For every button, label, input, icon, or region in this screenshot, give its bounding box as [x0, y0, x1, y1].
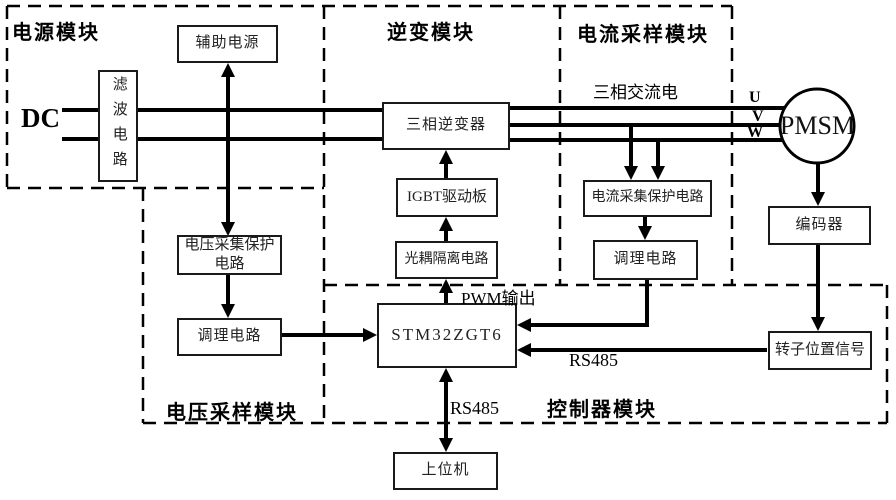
arrow-rs485-into-mcu: [517, 343, 531, 357]
rs485-host-label: RS485: [450, 398, 500, 418]
three-phase-ac-label: 三相交流电: [593, 83, 678, 102]
arrow-voltage-into-mcu: [363, 328, 377, 342]
arrow-into-encoder: [811, 192, 825, 206]
rs485-rotor-label: RS485: [569, 350, 619, 370]
pmsm-motor-circle: [778, 87, 856, 165]
arrow-into-voltage-protect: [221, 222, 235, 236]
dc-input-label: DC: [21, 103, 60, 133]
module-title-voltage-sampling: 电压采样模块: [166, 402, 298, 424]
block-filter-circuit: 滤波电路: [98, 70, 138, 182]
current-conditioning-to-mcu: [531, 280, 649, 327]
phase-u-label: U: [749, 89, 761, 106]
arrow-current-into-mcu: [517, 318, 531, 332]
arrow-w-into-current-protect: [651, 166, 665, 180]
block-voltage-conditioning: 调理电路: [177, 318, 282, 356]
arrow-into-inverter: [439, 150, 453, 164]
arrow-into-aux-power: [221, 63, 235, 77]
arrow-into-igbt: [439, 217, 453, 231]
block-igbt-driver: IGBT驱动板: [396, 178, 498, 217]
arrow-into-rotor-position: [811, 317, 825, 331]
arrow-pwm-into-opto: [439, 279, 453, 293]
arrow-into-current-conditioning: [638, 226, 652, 240]
block-host-computer: 上位机: [393, 452, 498, 490]
signal-wires: [62, 76, 820, 438]
module-title-power: 电源模块: [12, 22, 100, 44]
module-title-controller: 控制器模块: [547, 399, 657, 421]
block-voltage-protection: 电压采集保护电路: [177, 235, 282, 275]
block-rotor-position: 转子位置信号: [768, 331, 872, 370]
block-current-conditioning: 调理电路: [593, 240, 698, 280]
module-borders: [5, 4, 889, 425]
arrow-into-host: [439, 438, 453, 452]
arrowheads: [221, 63, 825, 452]
arrow-into-voltage-conditioning: [221, 304, 235, 318]
phase-v-label: V: [752, 108, 764, 125]
pwm-output-label: PWM输出: [461, 289, 536, 308]
block-opto-isolation: 光耦隔离电路: [395, 241, 498, 279]
arrow-into-mcu-bottom: [439, 368, 453, 382]
module-title-inverter: 逆变模块: [387, 22, 475, 44]
block-three-phase-inverter: 三相逆变器: [382, 102, 510, 150]
arrow-v-into-current-protect: [624, 166, 638, 180]
phase-w-label: W: [747, 124, 763, 141]
block-mcu: STM32ZGT6: [377, 303, 517, 368]
block-encoder: 编码器: [768, 206, 871, 245]
block-aux-power: 辅助电源: [177, 25, 278, 63]
block-current-protection: 电流采集保护电路: [583, 180, 712, 217]
pmsm-motor-label: PMSM: [779, 111, 856, 140]
module-title-current-sampling: 电流采样模块: [577, 24, 709, 46]
